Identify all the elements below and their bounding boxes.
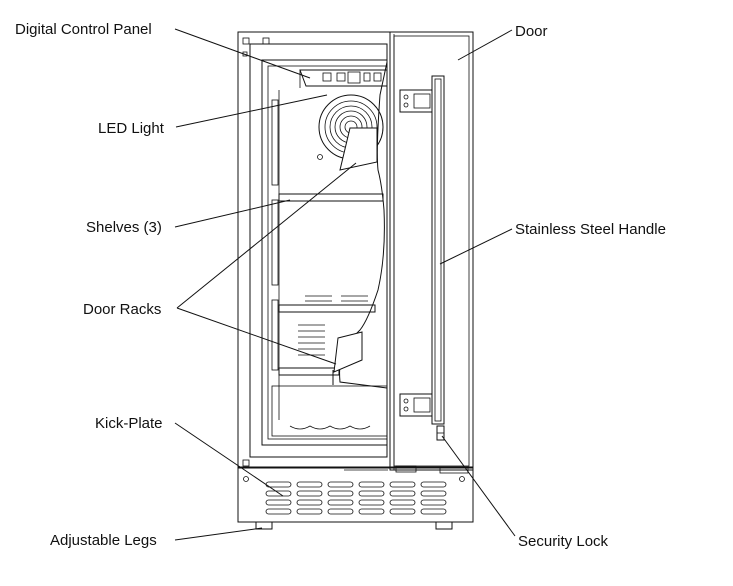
label-door-racks: Door Racks <box>83 301 161 318</box>
vent-slot <box>265 508 292 515</box>
vent-slot <box>265 481 292 488</box>
door-racks <box>332 127 378 385</box>
adjustable-legs <box>255 521 453 530</box>
label-kick-plate: Kick-Plate <box>95 415 163 432</box>
labels: Digital Control Panel LED Light Shelves … <box>15 21 666 550</box>
shelves <box>278 193 384 376</box>
vent-slot <box>420 508 447 515</box>
label-digital-control-panel: Digital Control Panel <box>15 21 152 38</box>
cabinet <box>237 31 474 523</box>
vent-slot <box>358 499 385 506</box>
vent-slot <box>420 490 447 497</box>
vent-slot <box>389 499 416 506</box>
label-led-light: LED Light <box>98 120 165 137</box>
digital-control-panel <box>299 69 388 87</box>
label-stainless-steel-handle: Stainless Steel Handle <box>515 221 666 238</box>
led-light-fan <box>317 94 384 160</box>
security-lock <box>436 425 445 441</box>
vent-slot <box>358 508 385 515</box>
hinge-bottom <box>344 465 469 474</box>
kick-plate <box>237 467 474 523</box>
vent-slot <box>296 490 323 497</box>
vent-slot <box>389 508 416 515</box>
shelf-rails <box>271 90 280 420</box>
leader-lines <box>174 28 516 541</box>
stainless-steel-handle <box>399 75 445 425</box>
vent-slot <box>327 499 354 506</box>
bottom-drawer <box>271 385 388 437</box>
vent-slot <box>389 490 416 497</box>
vent-slot <box>265 490 292 497</box>
vent-slot <box>420 481 447 488</box>
vent-slot <box>296 499 323 506</box>
vent-slot <box>358 481 385 488</box>
vent-slot <box>358 490 385 497</box>
vent-slot <box>327 508 354 515</box>
vent-slot <box>296 481 323 488</box>
label-security-lock: Security Lock <box>518 533 609 550</box>
shelf-vents <box>298 295 368 356</box>
vent-slot <box>327 481 354 488</box>
vent-slot <box>327 490 354 497</box>
label-adjustable-legs: Adjustable Legs <box>50 532 157 549</box>
vent-slot <box>420 499 447 506</box>
vent-slot <box>265 499 292 506</box>
door <box>389 31 474 471</box>
label-door: Door <box>515 23 548 40</box>
vent-slot <box>296 508 323 515</box>
kick-plate-vents <box>265 481 447 515</box>
vent-slot <box>389 481 416 488</box>
label-shelves: Shelves (3) <box>86 219 162 236</box>
